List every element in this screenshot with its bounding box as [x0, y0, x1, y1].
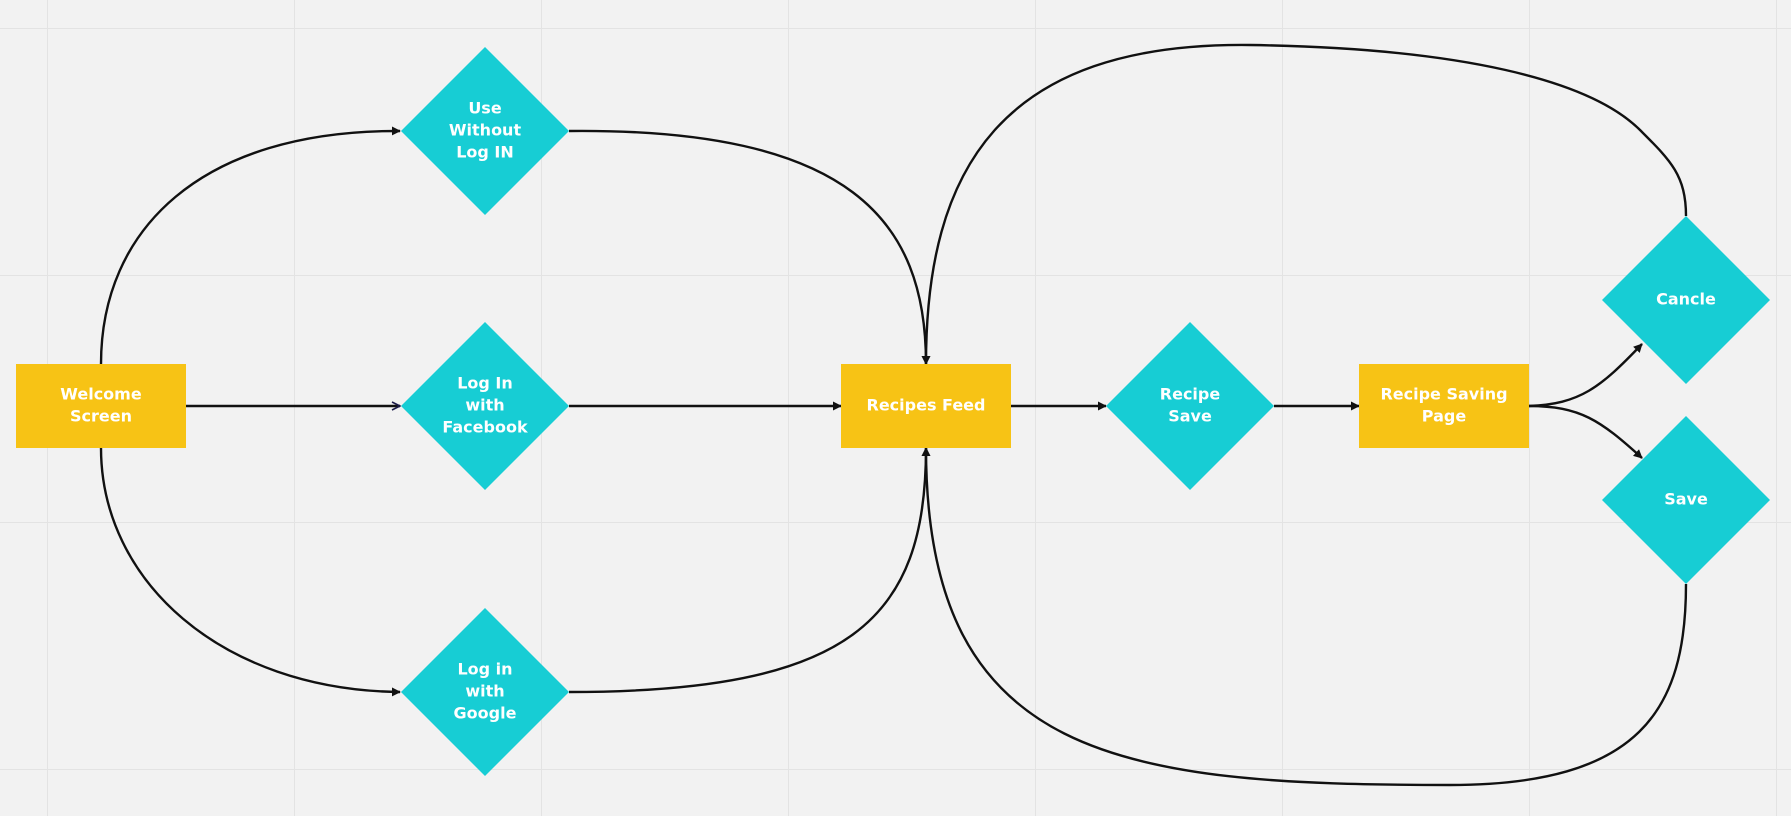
node-recipes-feed[interactable]: Recipes Feed [841, 364, 1011, 448]
decision-diamond [1602, 216, 1770, 384]
node-label-line: Save [1664, 490, 1708, 509]
node-label-line: Save [1168, 407, 1212, 426]
node-label-line: Google [454, 704, 517, 723]
node-label-line: Recipes Feed [867, 396, 986, 415]
edge-save-to-recipes-feed [921, 447, 1688, 787]
node-label-line: Without [449, 121, 522, 140]
edge-recipe-saving-page-to-save [1528, 404, 1643, 459]
node-label-line: Facebook [442, 418, 528, 437]
node-label-line: Use [468, 99, 502, 118]
edge-welcome-to-login-google [99, 447, 401, 697]
node-label-line: Page [1422, 407, 1467, 426]
node-label-line: Log in [457, 660, 512, 679]
node-label-line: Cancle [1656, 290, 1716, 309]
decision-diamond [1106, 322, 1274, 490]
node-label-line: Log IN [456, 143, 514, 162]
edge-recipe-saving-page-to-cancle [1528, 343, 1643, 408]
node-label-line: Recipe Saving [1380, 385, 1507, 404]
process-box [841, 364, 1011, 448]
node-label-line: Log In [457, 374, 513, 393]
decision-diamond [401, 608, 569, 776]
node-save[interactable]: Save [1602, 416, 1770, 584]
decision-diamond [401, 47, 569, 215]
edge-login-google-to-recipes-feed [568, 447, 931, 694]
process-box [16, 364, 186, 448]
edge-welcome-to-use-without-login [99, 126, 401, 365]
edge-cancle-to-recipes-feed [921, 43, 1688, 365]
decision-diamond [1602, 416, 1770, 584]
node-label-line: with [465, 682, 504, 701]
edge-use-without-login-to-recipes-feed [568, 129, 931, 365]
node-cancle[interactable]: Cancle [1602, 216, 1770, 384]
node-label-line: Screen [70, 407, 132, 426]
node-label-line: Recipe [1160, 385, 1221, 404]
decision-diamond [401, 322, 569, 490]
process-box [1359, 364, 1529, 448]
edges-layer [99, 43, 1688, 787]
node-label-line: with [465, 396, 504, 415]
node-label-line: Welcome [60, 385, 142, 404]
